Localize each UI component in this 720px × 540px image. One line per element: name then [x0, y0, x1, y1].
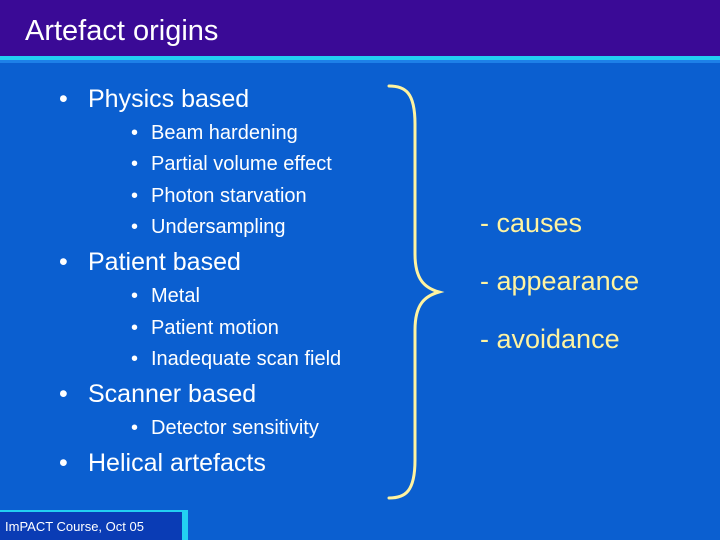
bullet-label: Helical artefacts: [88, 449, 266, 477]
sub-bullet-label: Patient motion: [151, 317, 279, 339]
sub-bullet-undersampling: • Undersampling: [131, 215, 286, 239]
bullet-icon: •: [59, 380, 68, 408]
bullet-icon: •: [131, 216, 139, 238]
bullet-icon: •: [131, 153, 139, 175]
bullet-icon: •: [59, 449, 68, 477]
sub-bullet-partial-volume-effect: • Partial volume effect: [131, 152, 332, 176]
bullet-label: Scanner based: [88, 380, 257, 408]
bullet-patient-based: • Patient based: [59, 247, 241, 277]
bullet-physics-based: • Physics based: [59, 84, 249, 114]
bullet-icon: •: [59, 85, 68, 113]
sub-bullet-label: Photon starvation: [151, 185, 307, 207]
aspect-appearance: - appearance: [480, 266, 640, 296]
sub-bullet-patient-motion: • Patient motion: [131, 316, 279, 340]
title-underline-secondary: [0, 60, 720, 63]
footer-accent-top: [0, 510, 188, 513]
bullet-label: Physics based: [88, 85, 250, 113]
bullet-icon: •: [131, 348, 139, 370]
sub-bullet-label: Partial volume effect: [151, 153, 332, 175]
sub-bullet-photon-starvation: • Photon starvation: [131, 184, 307, 208]
bullet-icon: •: [131, 417, 139, 439]
sub-bullet-beam-hardening: • Beam hardening: [131, 121, 298, 145]
bullet-helical-artefacts: • Helical artefacts: [59, 448, 266, 478]
sub-bullet-detector-sensitivity: • Detector sensitivity: [131, 416, 319, 440]
bullet-icon: •: [131, 285, 139, 307]
aspect-causes: - causes: [480, 208, 583, 238]
bullet-icon: •: [131, 185, 139, 207]
sub-bullet-label: Detector sensitivity: [151, 417, 319, 439]
slide-title: Artefact origins: [25, 15, 219, 47]
footer-accent-edge: [182, 512, 188, 540]
bullet-scanner-based: • Scanner based: [59, 379, 256, 409]
sub-bullet-label: Beam hardening: [151, 122, 298, 144]
curly-brace-icon: [387, 84, 445, 500]
sub-bullet-metal: • Metal: [131, 284, 200, 308]
aspect-avoidance: - avoidance: [480, 324, 620, 354]
sub-bullet-inadequate-scan-field: • Inadequate scan field: [131, 347, 341, 371]
sub-bullet-label: Inadequate scan field: [151, 348, 342, 370]
bullet-icon: •: [131, 122, 139, 144]
sub-bullet-label: Undersampling: [151, 216, 286, 238]
footer-text: ImPACT Course, Oct 05: [5, 519, 144, 534]
bullet-icon: •: [131, 317, 139, 339]
title-bar: [0, 0, 720, 56]
bullet-icon: •: [59, 248, 68, 276]
footer-bar: [0, 512, 182, 540]
title-underline-accent: [0, 56, 720, 60]
bullet-label: Patient based: [88, 248, 241, 276]
sub-bullet-label: Metal: [151, 285, 200, 307]
